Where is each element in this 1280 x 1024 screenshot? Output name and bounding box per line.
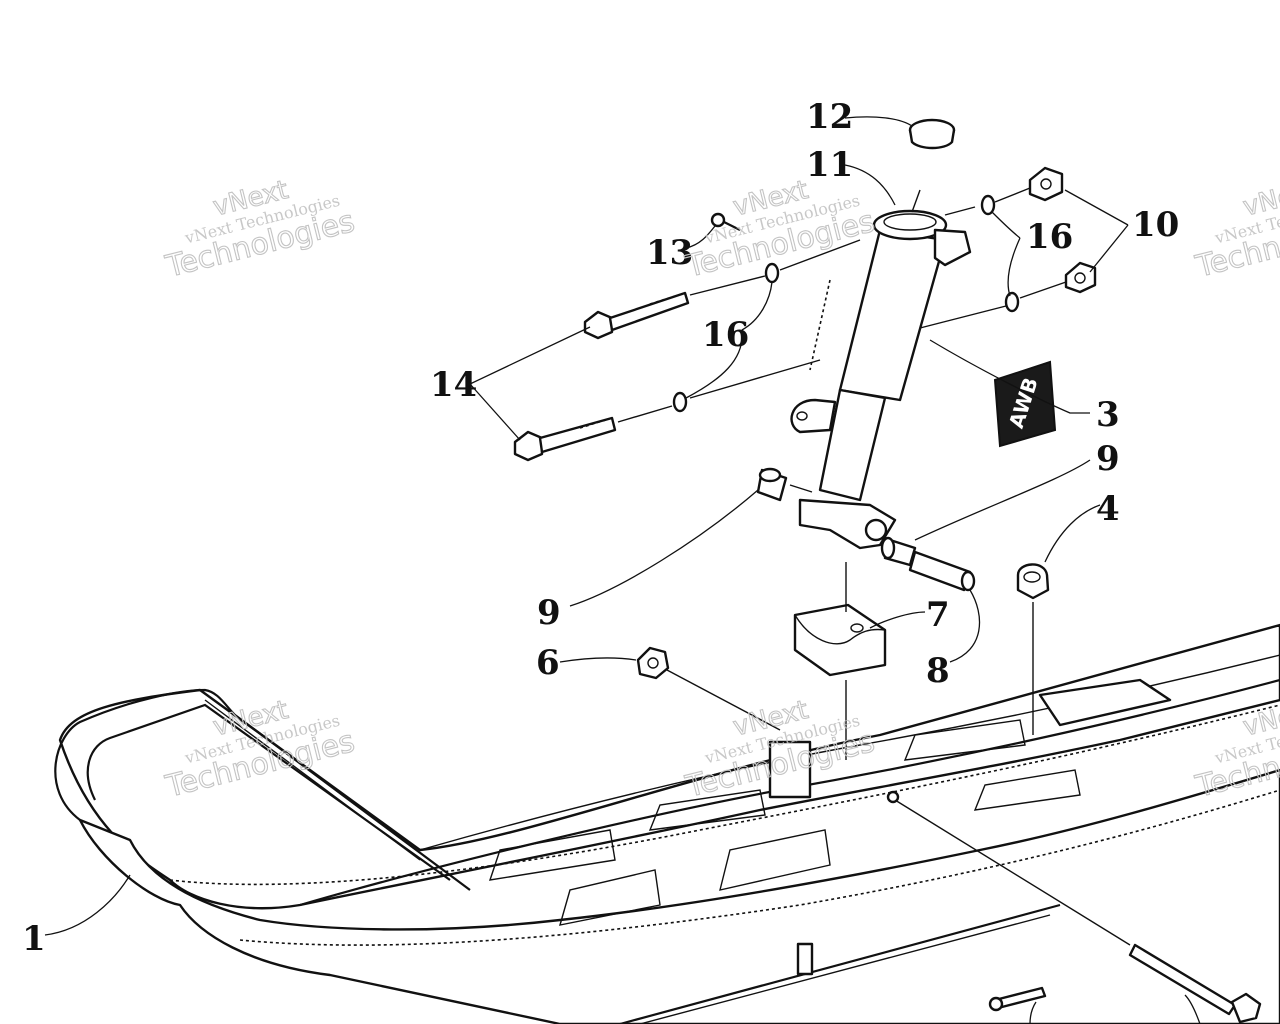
callout-14: 14	[430, 365, 477, 405]
ski-rear-fin	[1038, 678, 1172, 727]
ski-cutout-4	[719, 829, 831, 891]
ski-hatch-1	[169, 704, 1280, 886]
callout-3: 3	[1096, 395, 1120, 435]
part-16-washer-b	[1004, 291, 1020, 313]
ski-saddle-block	[768, 740, 812, 799]
ski-runner-inner	[639, 914, 1051, 1024]
callout-4: 4	[1096, 489, 1120, 529]
part-6-nut	[636, 646, 670, 680]
callout-9-left: 9	[537, 593, 561, 633]
ski-assembly	[54, 623, 1280, 1024]
ski-cutout-3	[648, 789, 766, 831]
ski-cutout-6	[973, 769, 1081, 811]
spindle-shading	[809, 279, 831, 371]
part-4-acorn-nut	[1016, 563, 1050, 600]
spindle-top-collar	[872, 209, 948, 241]
ski-tip-inner	[86, 703, 451, 881]
part-9-bushing-left	[756, 467, 788, 502]
callout-10: 10	[1132, 205, 1179, 245]
spindle-side-tab	[790, 398, 837, 434]
part-3-decal: AWB	[993, 360, 1057, 448]
runner-stud	[796, 942, 814, 976]
ski-body	[58, 623, 1280, 910]
part-12-cap	[908, 118, 956, 150]
callout-8: 8	[926, 651, 950, 691]
spindle-top-bracket	[933, 228, 972, 267]
part-13-grease-fitting	[710, 212, 741, 231]
cotter-pin	[988, 986, 1047, 1012]
part-7-bracket	[793, 603, 887, 677]
ski-cutout-2	[559, 869, 661, 926]
callout-labels: 12 11 10 16 13 16 14 3 9 4 9 7 6 8 1	[22, 97, 1179, 959]
spindle-upper-tube	[838, 228, 947, 402]
part-16-washer-d	[672, 391, 688, 413]
ski-bottom-bolt	[1128, 943, 1262, 1024]
part-10-nut-upper	[1028, 166, 1064, 202]
ski-cutout-1	[488, 829, 616, 881]
part-10-nut-lower	[1064, 261, 1097, 294]
assembly-lines	[617, 187, 1131, 946]
part-16-washer-a	[980, 194, 996, 216]
callout-16-left: 16	[702, 315, 749, 355]
spindle-top-collar-inner	[883, 213, 937, 231]
watermark-top-left: vNext vNext Technologies Technologies	[161, 175, 359, 286]
spindle-foot-bore	[864, 518, 888, 542]
callout-6: 6	[536, 643, 560, 683]
part-8-pin	[908, 550, 976, 592]
callout-7: 7	[926, 595, 950, 635]
callout-16-right: 16	[1026, 217, 1073, 257]
leader-lines	[44, 116, 1201, 1024]
callout-1: 1	[22, 919, 46, 959]
watermark-top-right: vNext vNext Technologies Technologies	[1191, 175, 1280, 286]
callout-9-right: 9	[1096, 439, 1120, 479]
part-14-bolt-lower	[513, 416, 617, 462]
part-14-bolt-upper	[583, 291, 690, 340]
spindle-assembly	[790, 209, 972, 550]
ski-tip-loop	[54, 688, 471, 891]
part-16-washer-c	[764, 262, 780, 284]
ski-runner	[619, 903, 1061, 1024]
callout-12: 12	[806, 97, 853, 137]
ski-handle-bar	[204, 699, 421, 861]
ski-side-wall	[78, 768, 1280, 1024]
part-9-bushing-right	[880, 536, 917, 567]
callout-13: 13	[646, 233, 693, 273]
spindle-tab-hole	[796, 411, 808, 421]
spindle-lower-tube	[818, 388, 887, 502]
callout-11: 11	[806, 145, 853, 185]
ski-cutout-5	[903, 719, 1026, 761]
